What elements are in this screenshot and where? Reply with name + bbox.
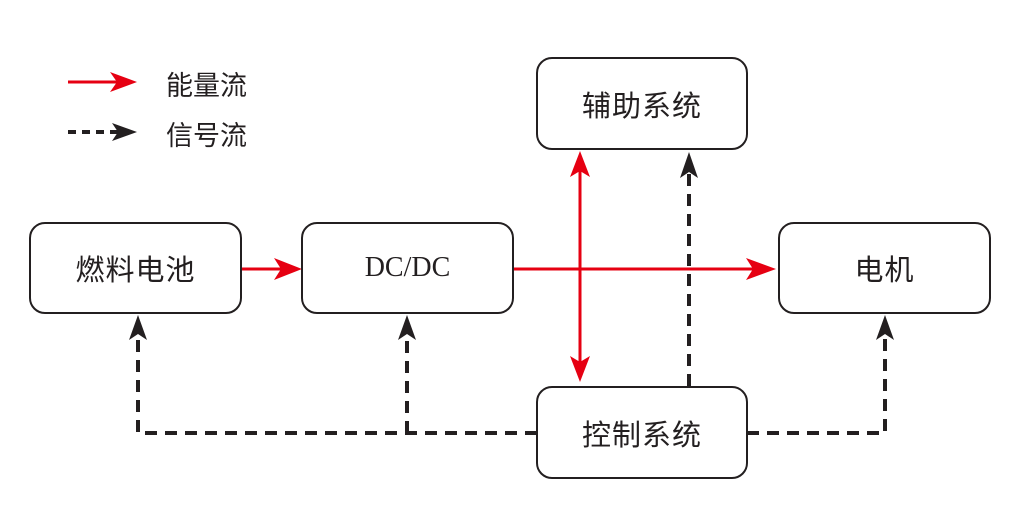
node-fuel-cell-label: 燃料电池 (75, 253, 196, 287)
energy-arrow-to-auxiliary-and-control (570, 151, 590, 382)
signal-bus-left (129, 315, 537, 435)
legend-signal-label: 信号流 (166, 121, 247, 152)
node-fuel-cell: 燃料电池 (29, 222, 242, 314)
node-dcdc: DC/DC (301, 222, 514, 314)
node-motor-label: 电机 (854, 253, 915, 287)
signal-arrow-control-to-auxiliary (680, 152, 698, 386)
legend-signal-arrow (68, 123, 137, 141)
node-auxiliary-system-label: 辅助系统 (581, 88, 702, 123)
energy-arrow-fuelcell-to-dcdc (241, 258, 302, 280)
node-motor: 电机 (778, 222, 991, 314)
node-dcdc-label: DC/DC (364, 252, 451, 283)
signal-bus-right (747, 315, 894, 435)
node-control-system-label: 控制系统 (581, 417, 702, 452)
node-control-system: 控制系统 (536, 386, 748, 479)
energy-arrow-dcdc-to-motor (513, 258, 776, 280)
node-auxiliary-system: 辅助系统 (536, 57, 748, 150)
legend-energy-arrow (68, 72, 137, 92)
legend-energy-label: 能量流 (166, 71, 247, 102)
